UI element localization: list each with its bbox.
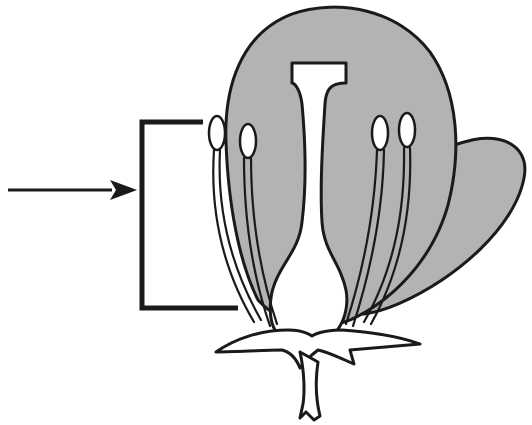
anther-mid-right: [372, 116, 388, 150]
pointer-arrow-head: [110, 180, 137, 200]
stem: [300, 352, 320, 420]
anther-far-right: [399, 113, 415, 147]
anther-far-left: [209, 116, 225, 150]
anther-mid-left: [240, 124, 256, 158]
